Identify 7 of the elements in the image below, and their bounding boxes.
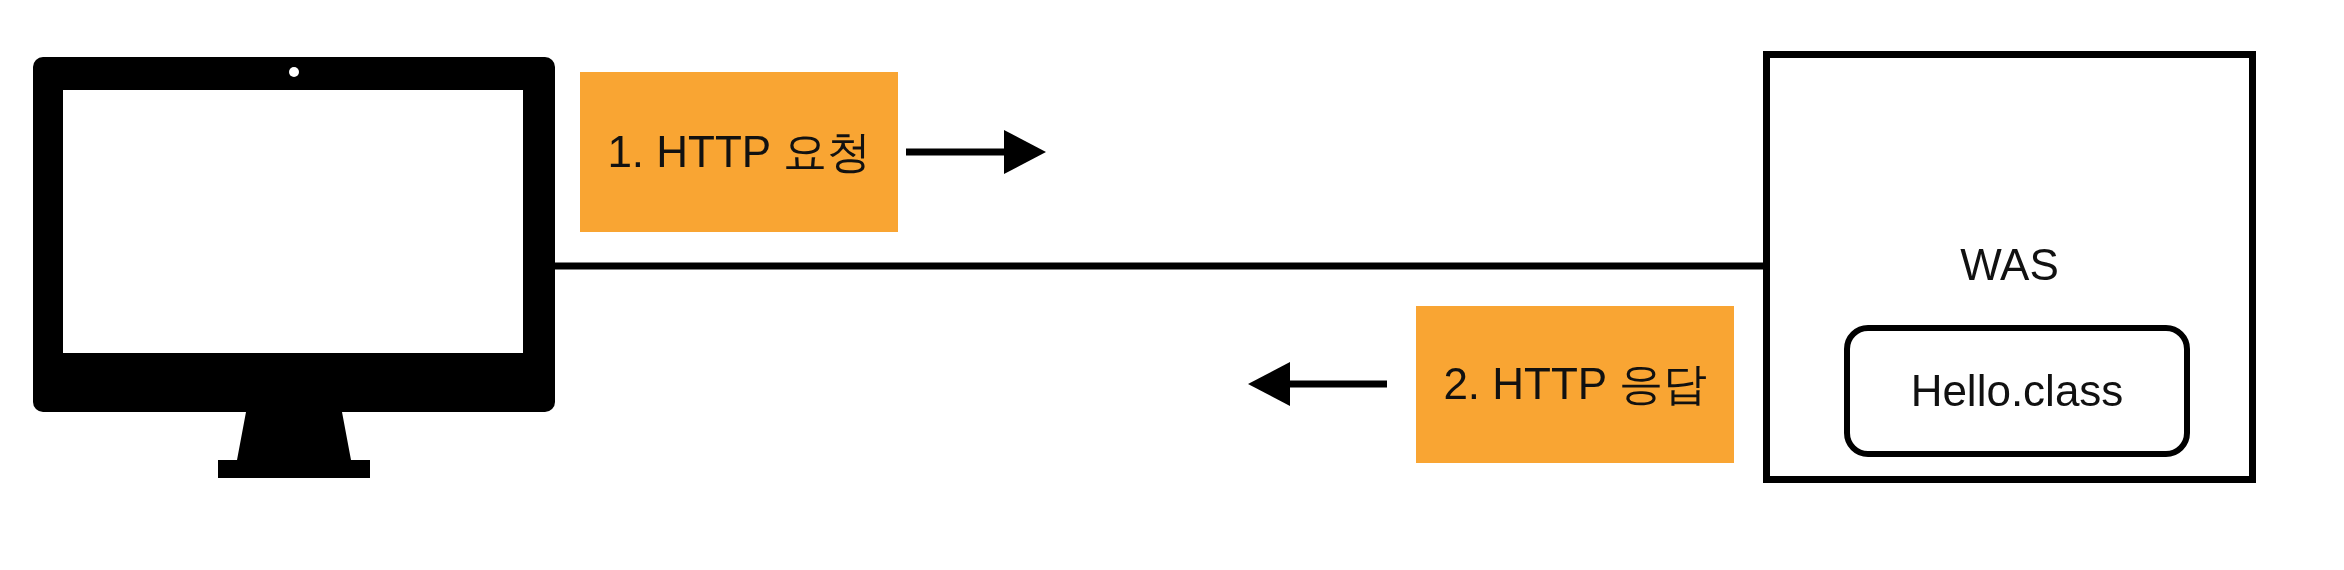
label-box: 2. HTTP 응답 bbox=[1416, 306, 1734, 463]
box-title: WAS bbox=[1959, 240, 2060, 290]
monitor-icon bbox=[33, 57, 555, 478]
label-box: 1. HTTP 요청 bbox=[580, 72, 898, 232]
server-box bbox=[1763, 51, 2256, 483]
class-box: Hello.class bbox=[1844, 325, 2190, 457]
connector-line bbox=[555, 262, 1763, 270]
